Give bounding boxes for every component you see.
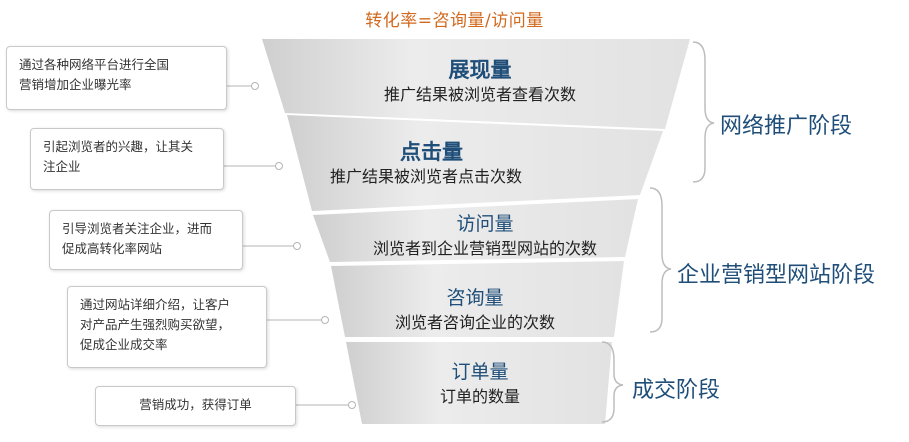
note-box-2: 引起浏览者的兴趣，让其关 注企业 [30,128,224,190]
funnel-stage-orders: 订单量 订单的数量 [380,358,580,408]
funnel-stage-inquiries: 咨询量 浏览者咨询企业的次数 [345,284,605,334]
stage-subtitle: 订单的数量 [439,387,520,406]
note-text-line: 通过各种网络平台进行全国 [19,57,170,72]
note-text-line: 引起浏览者的兴趣，让其关 [43,139,194,154]
connector-dot-3 [293,242,301,250]
funnel-stage-visits: 访问量 浏览者到企业营销型网站的次数 [340,210,630,260]
funnel-segment-visits [313,199,638,262]
note-box-5: 营销成功，获得订单 [95,386,296,426]
note-box-1: 通过各种网络平台进行全国 营销增加企业曝光率 [6,46,227,110]
note-text-line: 营销增加企业曝光率 [19,77,132,92]
stage-subtitle: 推广结果被浏览者查看次数 [383,85,576,104]
stage-subtitle: 浏览者到企业营销型网站的次数 [372,239,597,258]
conversion-formula: 转化率=咨询量/访问量 [365,11,544,31]
note-box-3: 引导浏览者关注企业，进而 促成高转化率网站 [49,210,243,270]
funnel-segment-inquiries [331,261,624,337]
stage-title: 点击量 [400,140,463,164]
stage-title: 展现量 [448,58,512,82]
brace-deal [601,341,624,423]
connector-dot-5 [348,401,356,409]
connector-dot-1 [251,82,259,90]
stage-title: 订单量 [451,361,509,383]
stage-title: 访问量 [456,213,514,235]
stage-subtitle: 浏览者咨询企业的次数 [394,313,555,332]
note-text-line: 对产品产生强烈购买欲望， [80,317,231,332]
brace-network-promotion [692,41,715,183]
note-text-line: 注企业 [43,159,81,174]
note-box-4: 通过网站详细介绍，让客户 对产品产生强烈购买欲望， 促成企业成交率 [67,286,267,368]
funnel-segment-impressions [262,39,690,129]
brace-marketing-website [649,187,672,333]
funnel-segment-orders [346,342,612,424]
stage-title: 咨询量 [446,287,504,309]
note-text-line: 通过网站详细介绍，让客户 [80,297,231,312]
note-text-line: 促成高转化率网站 [62,241,163,256]
connector-dot-2 [275,162,283,170]
phase-label-network-promotion: 网络推广阶段 [720,114,853,139]
phase-label-deal: 成交阶段 [632,378,721,403]
note-text-line: 营销成功，获得订单 [139,397,252,412]
stage-subtitle: 推广结果被浏览者点击次数 [330,167,523,186]
funnel-stage-clicks: 点击量 推广结果被浏览者点击次数 [290,138,590,188]
phase-label-marketing-website: 企业营销型网站阶段 [677,263,876,288]
note-text-line: 引导浏览者关注企业，进而 [62,221,213,236]
connector-dot-4 [321,316,329,324]
funnel-segment-clicks [287,115,663,211]
funnel-stage-impressions: 展现量 推广结果被浏览者查看次数 [330,56,630,106]
note-text-line: 促成企业成交率 [80,337,168,352]
